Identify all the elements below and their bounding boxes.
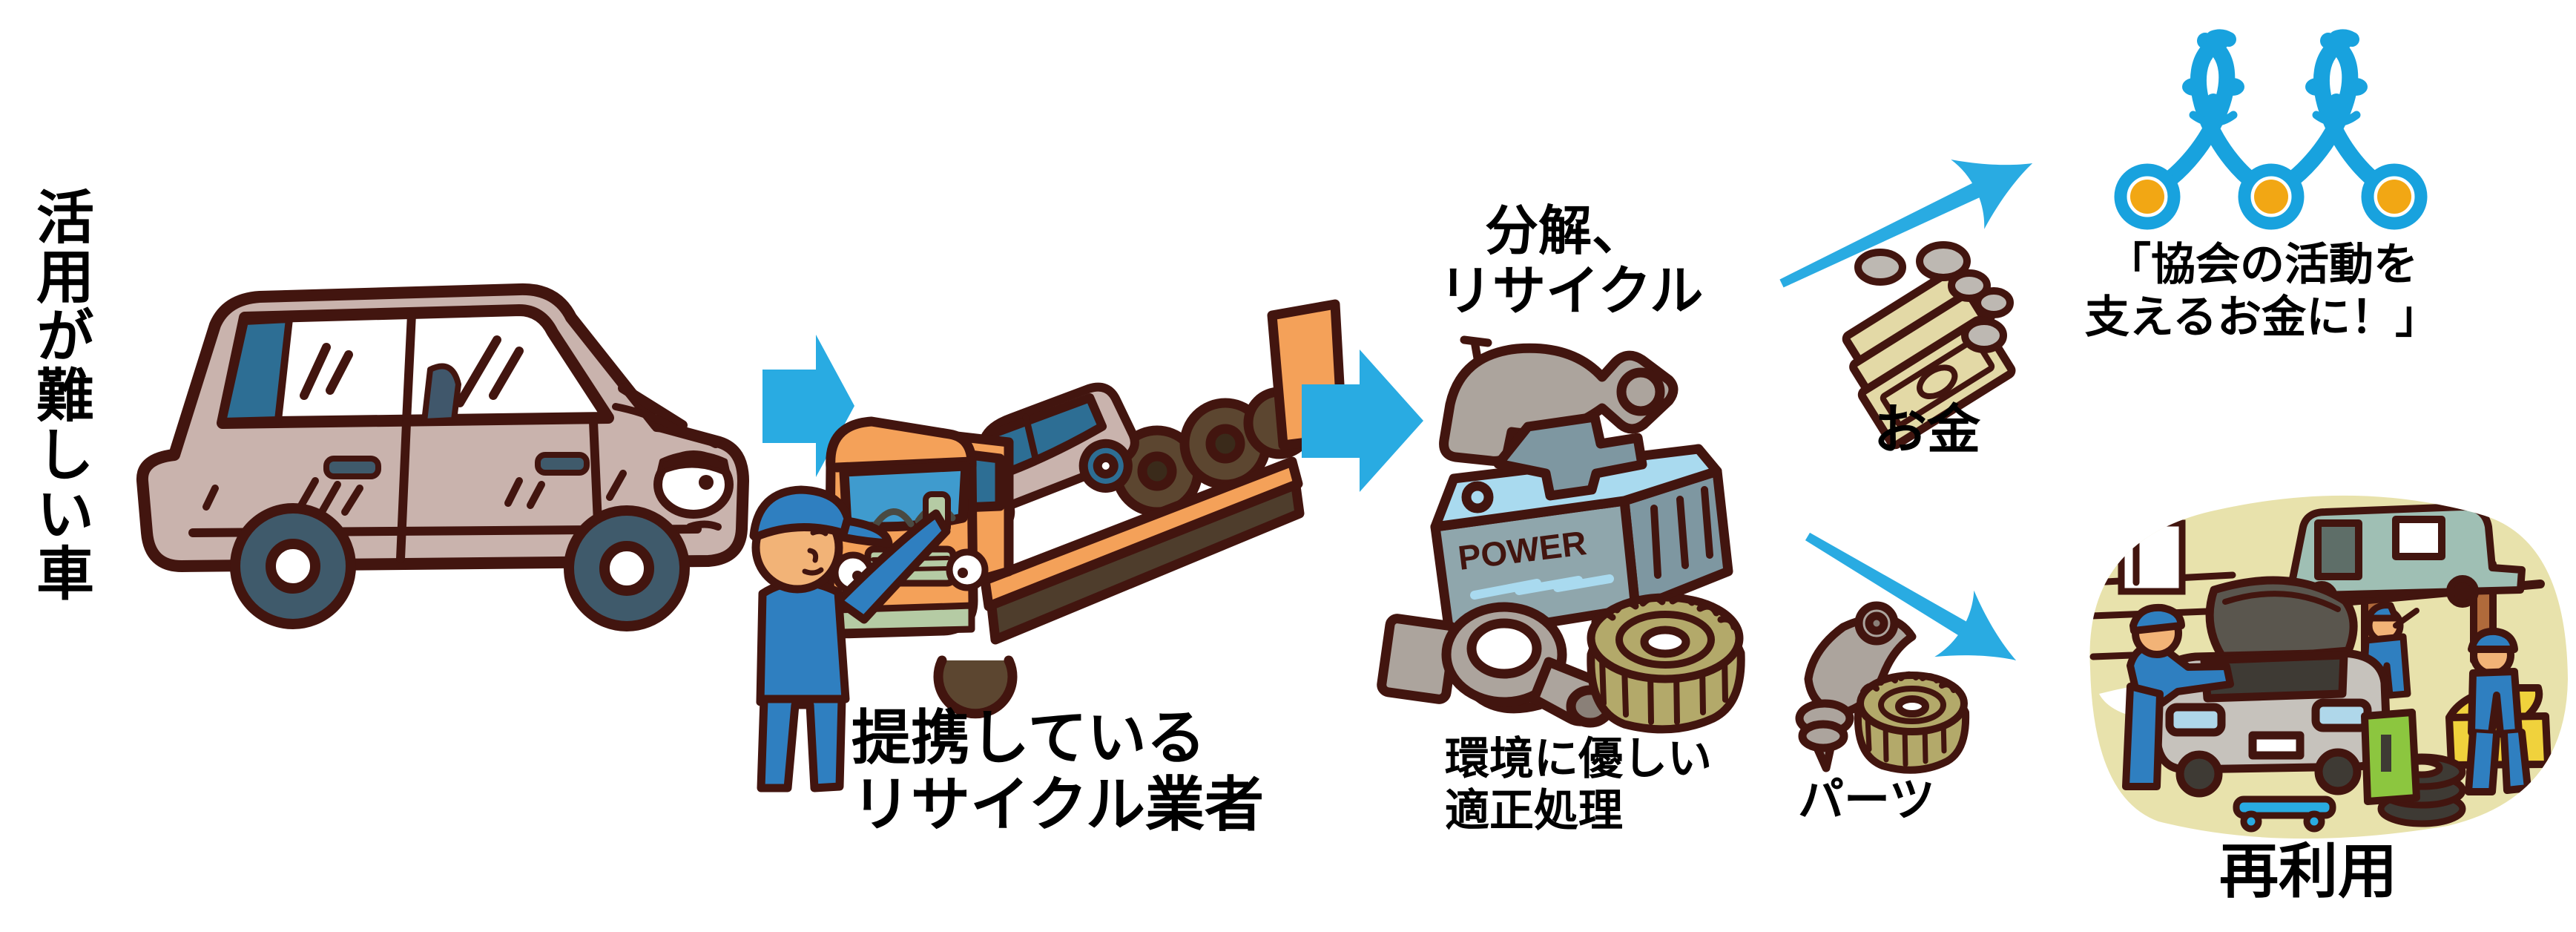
headlight-eye [946,548,989,591]
door-handle [323,456,381,479]
association-caption: 「協会の活動を 支えるお金に！」 [2062,239,2463,344]
association-logo [2114,29,2428,230]
car-windows [217,304,614,429]
gear-part [1587,593,1745,734]
garage-reuse-illustration [2089,495,2568,839]
battery-part: POWER [1430,412,1733,643]
recycler-label: 提携している リサイクル業者 [851,705,1264,838]
small-gear [1854,671,1970,774]
recycler-label-line2: リサイクル業者 [851,771,1264,838]
flow-arrow-2-right [1302,350,1423,492]
old-car-illustration [136,283,749,631]
proper-processing-line2: 適正処理 [1445,786,1623,836]
dismantle-label-line1: 分解、 [1484,202,1645,261]
coins [1854,241,2014,353]
logo-wheels [2114,163,2428,230]
dismantle-label: 分解、 リサイクル [1439,202,1704,321]
logo-faces [2182,78,2368,127]
dismantle-label-line2: リサイクル [1439,261,1704,321]
small-control-arm [1795,601,1917,772]
door-handle [535,452,590,476]
scratches [202,470,627,516]
truck-cab [824,416,1018,719]
parts-label: パーツ [1798,775,1935,826]
unusable-car-label: 活用が難しい車 [28,187,93,603]
car-wheels [230,503,690,631]
creeper-trolley [2233,795,2336,833]
mechanic-walking [2445,627,2552,795]
mechanic-at-hood [2122,603,2234,790]
flow-arrow-up-to-money [1779,159,2033,288]
proper-processing-line1: 環境に優しい [1445,734,1712,784]
reusable-parts-illustration [1795,601,1970,774]
flow-arrow-down-to-parts [1805,532,2017,660]
money-illustration [1842,241,2016,450]
worker-figure [749,485,951,792]
recycler-truck-illustration [749,299,1348,792]
oil-drum [2361,709,2420,805]
proper-processing-label: 環境に優しい 適正処理 [1445,733,1712,837]
worker-cap [749,485,856,542]
association-caption-line1: 「協会の活動を [2106,240,2418,289]
reuse-label: 再利用 [2219,839,2397,905]
recycler-label-line1: 提携している [851,705,1206,771]
control-arm-part [1439,335,1679,466]
turbo-part [1377,602,1615,728]
money-label: お金 [1874,401,1981,460]
car-parts-illustration: POWER [1377,335,1745,734]
association-caption-line2: 支えるお金に！」 [2084,292,2440,342]
